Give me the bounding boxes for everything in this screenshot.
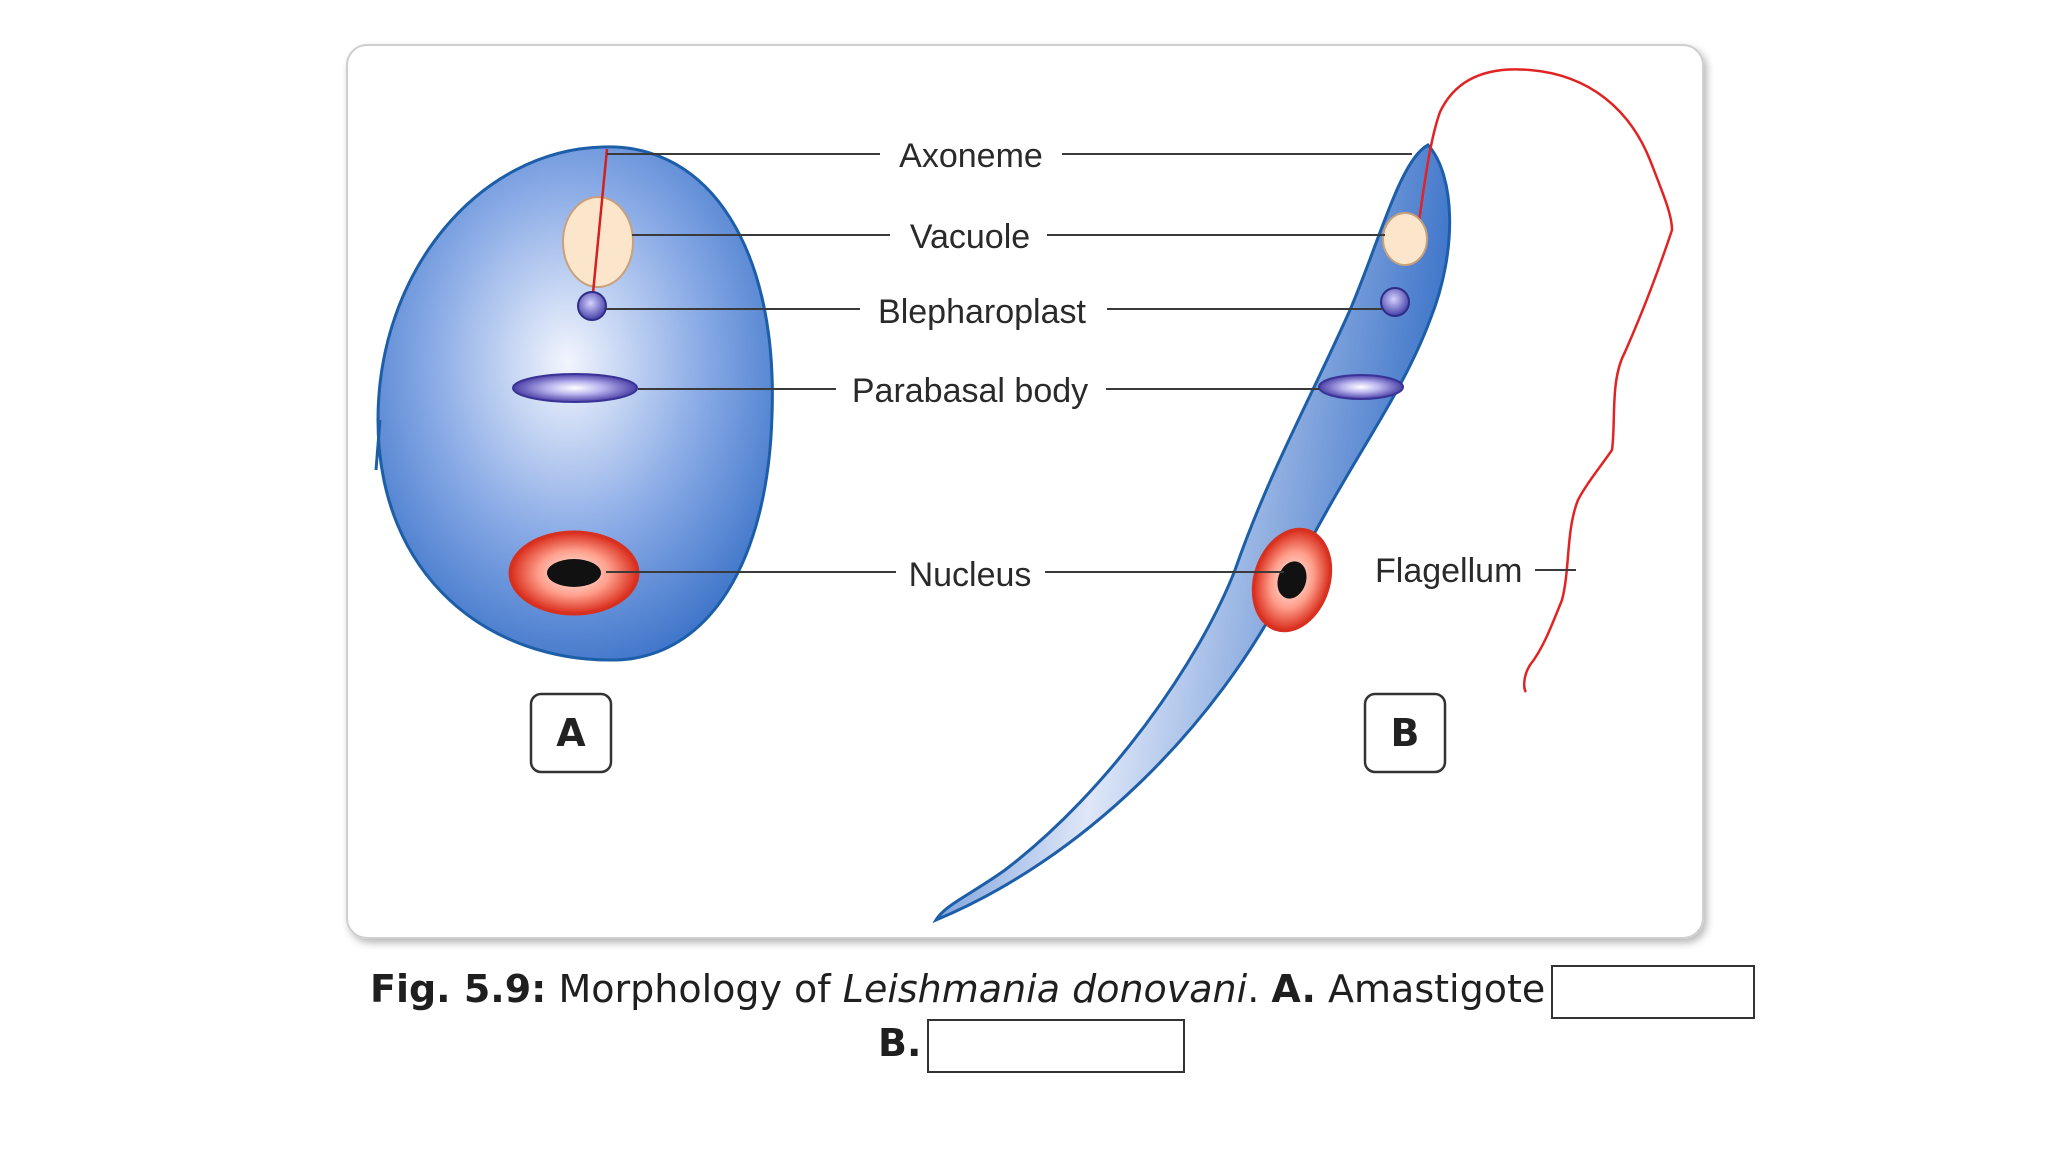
caption-b-label: B. <box>878 1021 922 1065</box>
label-flagellum: Flagellum <box>1375 552 1522 590</box>
caption-a-text: Amastigote <box>1315 967 1546 1011</box>
amastigote-axoneme <box>591 148 609 294</box>
amastigote-blepharoplast <box>577 291 607 321</box>
flagellum <box>1416 68 1674 693</box>
label-parabasal-body: Parabasal body <box>852 372 1088 410</box>
leader-lines <box>606 153 1576 573</box>
promastigote-vacuole <box>1382 212 1428 266</box>
badge-b: B <box>1363 692 1447 774</box>
caption-line-2: B. <box>878 1016 1186 1073</box>
label-axoneme: Axoneme <box>899 137 1043 175</box>
caption-fig-number: Fig. 5.9: <box>370 967 547 1011</box>
label-nucleus: Nucleus <box>909 556 1032 594</box>
caption-after-species: . <box>1247 967 1272 1011</box>
caption-title-prefix: Morphology of <box>546 967 843 1011</box>
promastigote-nucleus <box>1251 527 1333 633</box>
caption-a-label: A. <box>1271 967 1316 1011</box>
amastigote-parabasal-body <box>512 373 638 403</box>
caption-line-1: Fig. 5.9: Morphology of Leishmania donov… <box>370 962 1756 1019</box>
label-vacuole: Vacuole <box>910 218 1030 256</box>
caption-species: Leishmania donovani <box>842 967 1248 1011</box>
figure-caption: Fig. 5.9: Morphology of Leishmania donov… <box>370 962 1756 1073</box>
answer-box-a[interactable] <box>1551 964 1756 1019</box>
answer-box-b[interactable] <box>927 1018 1186 1073</box>
badge-a: A <box>529 692 613 774</box>
promastigote-parabasal-body <box>1318 374 1404 400</box>
amastigote-cell <box>374 145 774 662</box>
badge-a-text: A <box>556 711 586 755</box>
promastigote-blepharoplast <box>1380 287 1410 317</box>
badge-b-text: B <box>1391 711 1420 755</box>
label-blepharoplast: Blepharoplast <box>878 293 1086 331</box>
